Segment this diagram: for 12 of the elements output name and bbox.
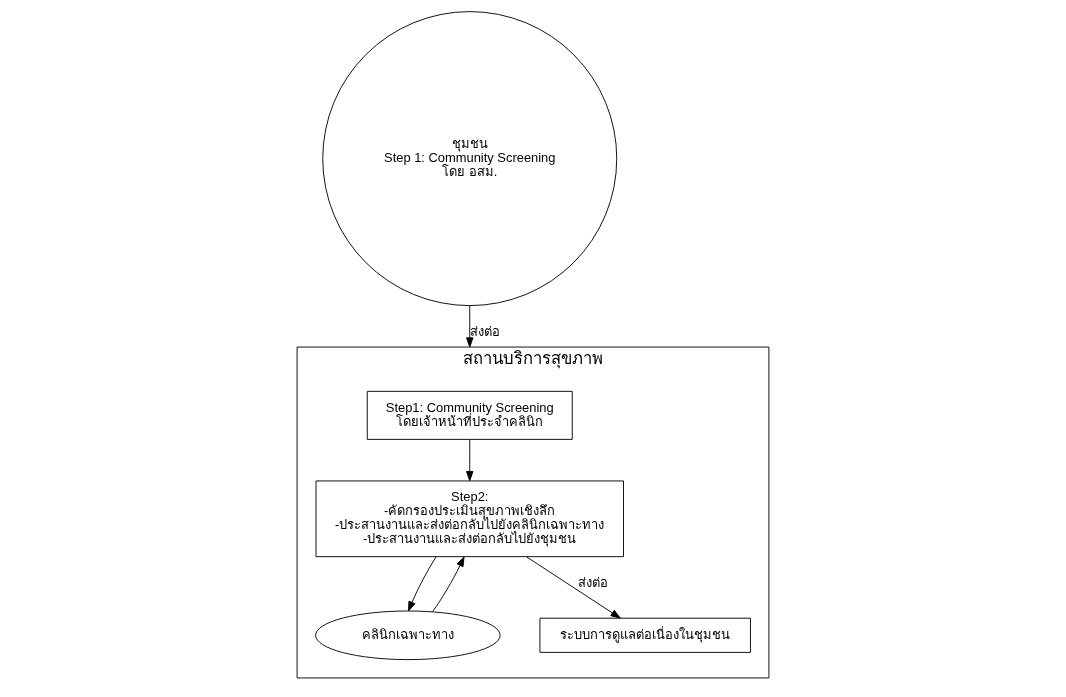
arrow — [466, 439, 474, 482]
node-ellipse: คลินิกเฉพาะทาง — [315, 610, 501, 661]
edge-label: ส่งต่อ — [578, 575, 609, 591]
node-box: Step2: -คัดกรองประเมินสุขภาพเชิงลึก -ประสานงานและส่งต่อกลับไปยังคลินิกเฉพาะทาง -ประสานงานและส่งต่อกลับไปยังชุมชน — [315, 480, 624, 558]
arrow — [408, 556, 437, 612]
node-circle: ชุมชน Step 1: Community Screening โดย อสม. — [322, 11, 618, 307]
arrow — [526, 556, 621, 619]
node-box: Step1: Community Screening โดยเจ้าหน้าที่ประจำคลินิก — [366, 390, 573, 440]
edge-label: ส่งต่อ — [469, 324, 500, 340]
arrow — [466, 305, 474, 348]
node-box: ระบบการดูแลต่อเนื่องในชุมชน — [539, 617, 751, 653]
arrow — [432, 556, 465, 613]
